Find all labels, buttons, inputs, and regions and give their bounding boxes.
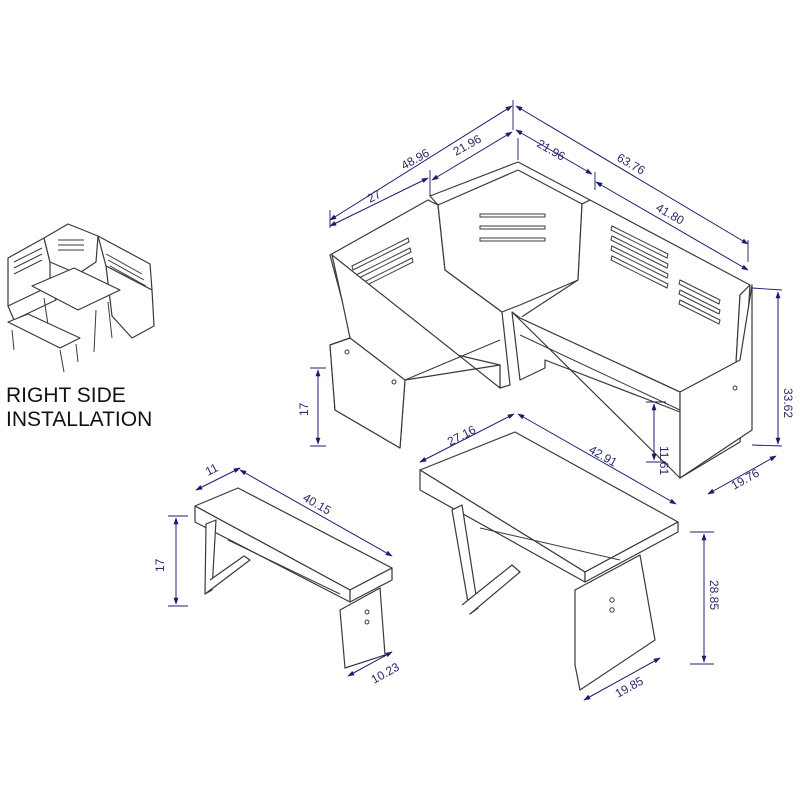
dim-table-base-depth: 19.85 <box>613 674 646 701</box>
dim-table-height: 28.85 <box>707 580 721 610</box>
stool-left-leg <box>204 519 217 595</box>
thumbnail-illustration <box>7 223 155 373</box>
dim-stool-base-depth: 10.23 <box>369 660 402 687</box>
corner-bench <box>329 161 753 479</box>
dim-total-width: 63.76 <box>615 150 648 177</box>
installation-label-line2: INSTALLATION <box>6 408 152 431</box>
dimension-lines <box>168 100 783 701</box>
dim-seat-under-height: 11.61 <box>657 446 671 475</box>
dim-bench-depth: 19.76 <box>729 466 762 493</box>
dim-back-height: 33.62 <box>781 388 795 418</box>
dining-table <box>419 431 679 691</box>
stool-bench <box>194 487 393 669</box>
dim-stool-height: 17 <box>153 558 167 572</box>
dim-corner-right: 21.96 <box>535 136 568 163</box>
dim-left-seat-depth: 27 <box>365 187 384 206</box>
dim-corner-left: 21.96 <box>451 132 484 159</box>
dim-table-depth: 27.16 <box>445 422 478 448</box>
dim-seat-height: 17 <box>297 402 311 416</box>
installation-label-line1: RIGHT SIDE <box>6 384 126 407</box>
dim-stool-depth: 11 <box>203 460 221 478</box>
dim-table-width: 42.91 <box>587 442 620 469</box>
dim-bench-total-depth: 48.96 <box>399 146 432 173</box>
